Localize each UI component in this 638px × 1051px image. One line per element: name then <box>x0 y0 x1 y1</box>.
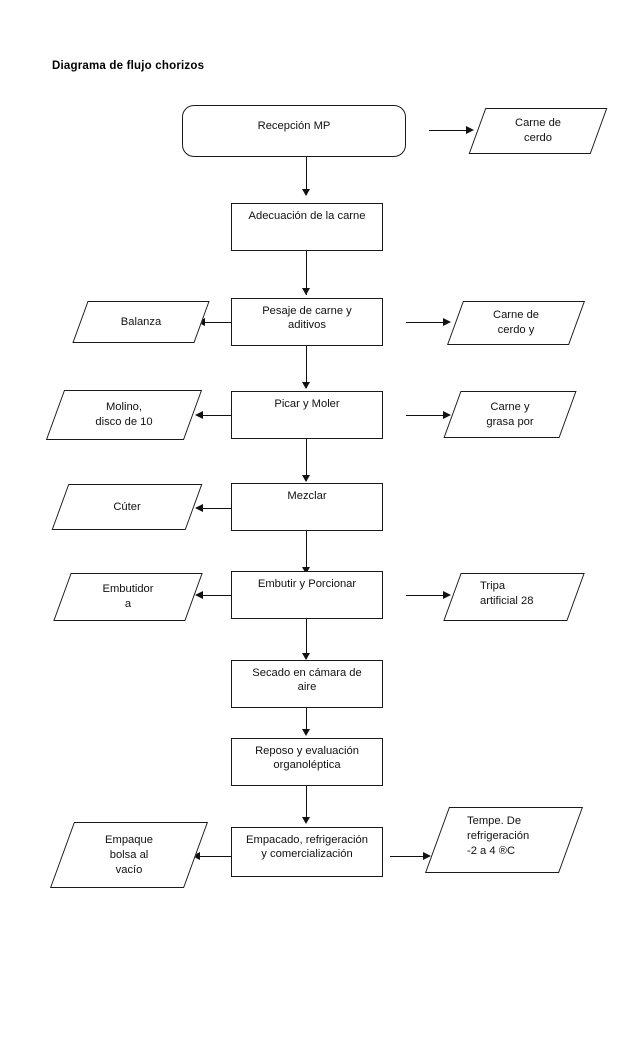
data-label-line2: cerdo <box>524 132 552 144</box>
connector-line-step7-step8 <box>306 708 308 734</box>
connector-line-step3-to-balanza <box>205 322 231 324</box>
data-label-line3: -2 a 4 ®C <box>467 845 516 857</box>
data-label-line1: Carne de <box>492 309 540 321</box>
connector-line-step6-step7 <box>306 619 308 659</box>
process-box-recepcion-mp[interactable]: Recepción MP <box>182 105 406 157</box>
arrow-head-left-embutidora <box>195 591 203 599</box>
data-label-line1: Cúter <box>113 500 141 513</box>
data-shape-balanza[interactable]: Balanza <box>72 301 210 343</box>
arrow-head-down-step8 <box>302 729 310 736</box>
data-label-line2: refrigeración <box>467 830 530 842</box>
data-label-line1: Tempe. De <box>467 815 522 827</box>
data-label-line1: Carne de <box>514 117 562 129</box>
process-box-reposo[interactable]: Reposo y evaluación organoléptica <box>231 738 383 786</box>
process-label-line1: Secado en cámara de <box>252 667 362 679</box>
arrow-head-down-step3 <box>302 288 310 295</box>
process-label-line2: aditivos <box>288 319 326 331</box>
data-label-line2: grasa por <box>486 415 534 428</box>
arrow-head-left-empaque <box>192 852 200 860</box>
process-box-secado[interactable]: Secado en cámara de aire <box>231 660 383 708</box>
arrow-head-down-step6 <box>302 567 310 574</box>
data-shape-carne-de-cerdo[interactable]: Carne de cerdo <box>468 108 608 154</box>
process-label-line1: Empacado, refrigeración <box>246 834 368 846</box>
data-label-line1: Balanza <box>120 315 162 328</box>
connector-line-step9-to-temperatura <box>390 856 424 858</box>
data-label-line1: Molino, <box>105 401 143 413</box>
process-label: Embutir y Porcionar <box>257 578 357 590</box>
connector-line-step6-to-embutidora <box>203 595 231 597</box>
data-label-line1: Empaque <box>105 833 153 846</box>
arrow-head-right-carne <box>466 126 474 134</box>
connector-line-step2-step3 <box>306 251 308 295</box>
process-label-line1: Pesaje de carne y <box>262 305 352 317</box>
arrow-head-down-step4 <box>302 382 310 389</box>
process-box-embutir[interactable]: Embutir y Porcionar <box>231 571 383 619</box>
data-shape-cuter[interactable]: Cúter <box>51 484 203 530</box>
page-title: Diagrama de flujo chorizos <box>52 60 205 72</box>
connector-line-step8-step9 <box>306 786 308 822</box>
connector-line-step6-to-tripa <box>406 595 444 597</box>
data-label-line2: artificial 28 <box>480 595 534 607</box>
data-label-line2: cerdo y <box>497 324 535 336</box>
process-label: Mezclar <box>287 490 327 502</box>
process-label-line2: y comercialización <box>261 848 353 860</box>
data-shape-molino[interactable]: Molino, disco de 10 <box>45 390 203 440</box>
data-shape-empaque-bolsa-vacio[interactable]: Empaque bolsa al vacío <box>49 822 209 888</box>
arrow-head-right-carne-grasa <box>443 411 451 419</box>
data-shape-embutidora[interactable]: Embutidor a <box>53 573 203 621</box>
connector-line-step4-to-carne-grasa <box>406 415 444 417</box>
arrow-head-right-tripa <box>443 591 451 599</box>
arrow-head-down-step5 <box>302 475 310 482</box>
data-label-line1: Carne y <box>490 400 530 413</box>
data-shape-temperatura-refrigeracion[interactable]: Tempe. De refrigeración -2 a 4 ®C <box>424 807 584 873</box>
data-label-line2: disco de 10 <box>95 416 153 428</box>
connector-line-step4-step5 <box>306 439 308 481</box>
arrow-head-right-temperatura <box>423 852 431 860</box>
data-label-line1: Embutidor <box>102 583 154 595</box>
process-label: Picar y Moler <box>274 398 340 410</box>
connector-line-step5-step6 <box>306 531 308 573</box>
data-label-line1: Tripa <box>480 580 506 592</box>
arrow-head-down-step9 <box>302 817 310 824</box>
connector-line-step3-to-carne-y <box>406 322 444 324</box>
process-label-line2: aire <box>297 681 317 693</box>
data-label-line2: a <box>124 598 132 610</box>
data-label-line2: bolsa al <box>109 848 149 861</box>
process-box-pesaje[interactable]: Pesaje de carne y aditivos <box>231 298 383 346</box>
data-shape-tripa-artificial[interactable]: Tripa artificial 28 <box>443 573 585 621</box>
connector-line-step9-to-empaque <box>200 856 231 858</box>
process-box-mezclar[interactable]: Mezclar <box>231 483 383 531</box>
process-label-line1: Reposo y evaluación <box>255 745 359 757</box>
process-box-adecuacion[interactable]: Adecuación de la carne <box>231 203 383 251</box>
process-box-picar-moler[interactable]: Picar y Moler <box>231 391 383 439</box>
process-label: Recepción MP <box>257 120 331 132</box>
arrow-head-right-carne-y <box>443 318 451 326</box>
data-shape-carne-y-grasa[interactable]: Carne y grasa por <box>443 391 577 438</box>
arrow-head-down-step7 <box>302 653 310 660</box>
arrow-head-left-cuter <box>195 504 203 512</box>
process-label-line2: organoléptica <box>273 759 341 771</box>
data-shape-carne-de-cerdo-y[interactable]: Carne de cerdo y <box>446 301 586 345</box>
process-box-empacado[interactable]: Empacado, refrigeración y comercializaci… <box>231 827 383 877</box>
data-label-line3: vacío <box>115 863 143 876</box>
arrow-head-down-step2 <box>302 189 310 196</box>
arrow-head-left-molino <box>195 411 203 419</box>
process-label: Adecuación de la carne <box>248 210 366 222</box>
connector-line-step1-to-carne <box>429 130 467 132</box>
connector-line-step1-step2 <box>306 157 308 195</box>
connector-line-step4-to-molino <box>203 415 231 417</box>
connector-line-step3-step4 <box>306 346 308 388</box>
connector-line-step5-to-cuter <box>203 508 231 510</box>
